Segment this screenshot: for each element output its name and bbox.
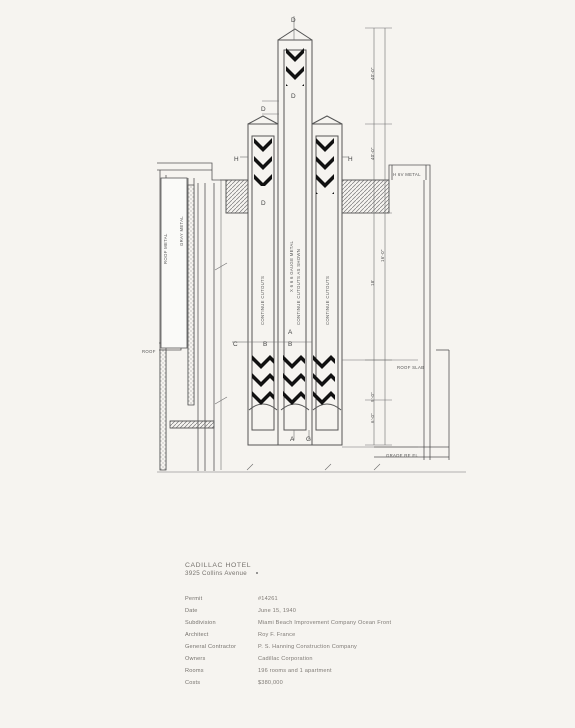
label-b-left: B — [263, 341, 268, 348]
info-label: Rooms — [185, 668, 204, 674]
info-row: Costs $380,000 — [185, 677, 515, 689]
info-row: General Contractor P. S. Hanning Constru… — [185, 641, 515, 653]
info-label: Permit — [185, 596, 203, 602]
building-info-block: CADILLAC HOTEL 3925 Collins Avenue Permi… — [185, 562, 515, 689]
info-row: Subdivision Miami Beach Improvement Comp… — [185, 617, 515, 629]
dimension-4: 9'-0" — [370, 392, 375, 402]
dimension-1: 40'-0" — [370, 67, 375, 80]
info-value: 196 rooms and 1 apartment — [258, 668, 332, 674]
info-row: Architect Roy F. France — [185, 629, 515, 641]
right-note-2: ROOF SLAB — [397, 365, 424, 370]
label-g: G — [306, 436, 311, 443]
left-note-1: ROOF METAL — [163, 233, 168, 264]
label-a-top: A — [288, 329, 293, 336]
info-row: Date June 15, 1940 — [185, 605, 515, 617]
building-address: 3925 Collins Avenue — [185, 570, 248, 577]
label-h-right: H — [348, 156, 353, 163]
note-continue-right: CONTINUE CUTOUTS — [325, 276, 330, 325]
info-value: $380,000 — [258, 680, 283, 686]
label-b-mid: B — [288, 341, 293, 348]
info-label: Date — [185, 608, 198, 614]
info-value: Cadillac Corporation — [258, 656, 313, 662]
info-label: Architect — [185, 632, 209, 638]
note-continue-left: CONTINUE CUTOUTS — [260, 276, 265, 325]
section-label-upper: D — [291, 93, 296, 100]
label-h-left: H — [234, 156, 239, 163]
left-building-section — [157, 162, 249, 471]
label-a-bottom: A — [290, 436, 295, 443]
decorative-cutouts — [252, 48, 335, 405]
info-row: Owners Cadillac Corporation — [185, 653, 515, 665]
drawing-labels: D D D D H H C B B A A G CONTINUE CUTOUTS… — [142, 17, 424, 458]
info-value: P. S. Hanning Construction Company — [258, 644, 358, 650]
right-note-3: GRADE RE EL — [386, 453, 419, 458]
info-row: Rooms 196 rooms and 1 apartment — [185, 665, 515, 677]
left-note-3: ROOF — [142, 349, 156, 354]
dimension-2: 40'-0" — [370, 147, 375, 160]
dimension-6: 16'-0" — [380, 249, 385, 262]
small-dot-mark — [256, 572, 258, 574]
info-label: General Contractor — [185, 644, 237, 650]
note-continue-mid: CONTINUE CUTOUTS AS SHOWN — [296, 249, 301, 325]
info-value: #14261 — [258, 596, 278, 602]
info-label: Costs — [185, 680, 201, 686]
info-value: June 15, 1940 — [258, 608, 297, 614]
building-title: CADILLAC HOTEL — [185, 562, 252, 569]
left-note-2: GRAY METAL — [179, 216, 184, 246]
dimension-lines — [157, 16, 466, 473]
section-label-top: D — [291, 17, 296, 24]
info-row: Permit #14261 — [185, 593, 515, 605]
section-label-upper-lower: D — [261, 106, 266, 113]
dimension-5: 6'-0" — [370, 413, 375, 423]
info-value: Miami Beach Improvement Company Ocean Fr… — [258, 620, 392, 626]
info-value: Roy F. France — [258, 632, 296, 638]
info-label: Owners — [185, 656, 206, 662]
label-c: C — [233, 341, 238, 348]
info-label: Subdivision — [185, 620, 216, 626]
dimension-3: 18' — [370, 280, 375, 287]
section-label-lower: D — [261, 200, 266, 207]
right-note-1: H 6V METAL — [393, 172, 421, 177]
right-building-section — [341, 164, 450, 460]
note-gauge-metal: X 6 6 6 GAUGE METAL — [289, 240, 294, 292]
